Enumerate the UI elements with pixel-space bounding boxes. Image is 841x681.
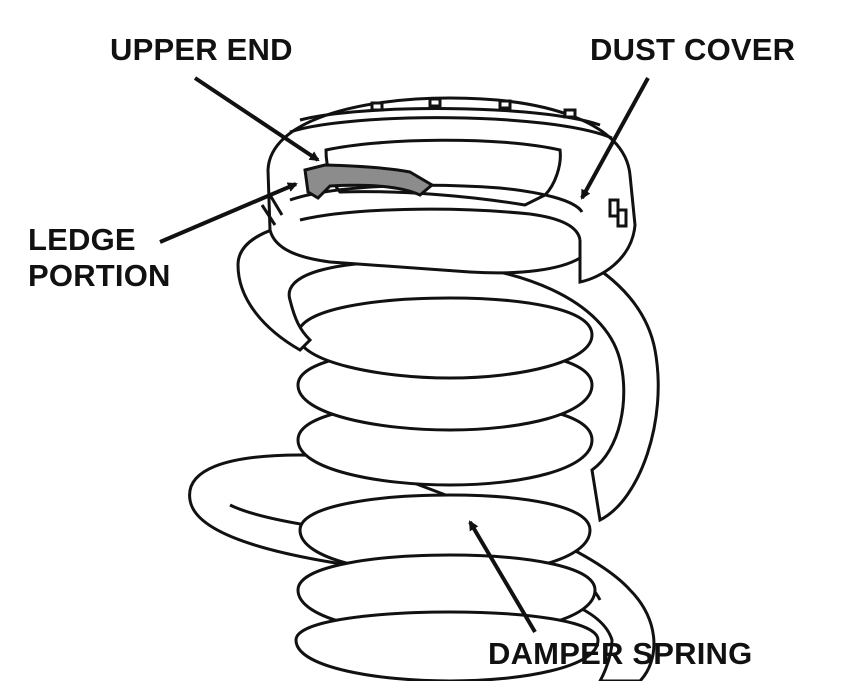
upper-end-label: UPPER END [110, 32, 293, 67]
dust-cover-label: DUST COVER [590, 32, 796, 67]
damper-spring-arrow [468, 520, 537, 634]
leader-arrows [159, 76, 650, 634]
damper-spring [188, 214, 660, 681]
damper-spring-label: DAMPER SPRING [488, 636, 753, 671]
dust-cover [260, 96, 637, 284]
ledge-portion-label: LEDGE PORTION [28, 222, 171, 294]
ledge-portion-arrow [159, 182, 298, 244]
ledge-portion-label-line1: LEDGE [28, 222, 136, 257]
spring-upper-end [303, 163, 435, 200]
spring-coil-1 [296, 296, 594, 380]
ledge-portion-label-line2: PORTION [28, 258, 171, 293]
upper-end-arrow [193, 76, 320, 162]
dust-cover-arrow [580, 77, 650, 200]
